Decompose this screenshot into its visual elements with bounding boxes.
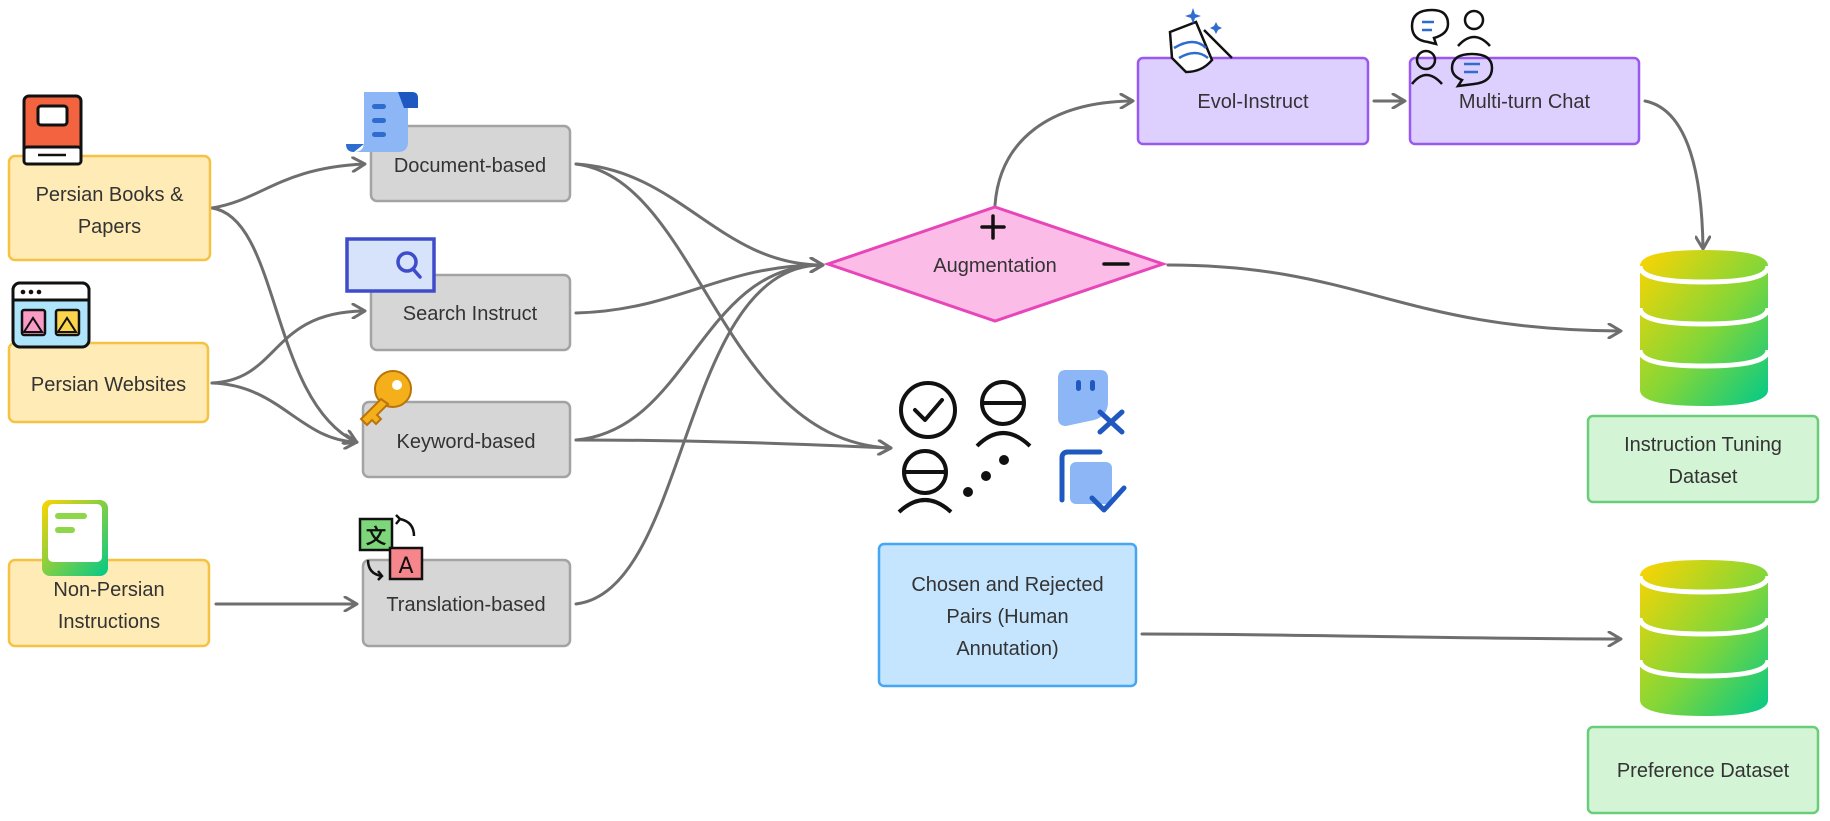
search-instruct-label: Search Instruct — [403, 303, 538, 325]
node-non-persian: Non-Persian Instructions — [7, 558, 211, 648]
node-human-annotation: Chosen and Rejected Pairs (Human Annutat… — [877, 542, 1138, 688]
node-document-based: Document-based — [369, 124, 572, 203]
node-persian-websites: Persian Websites — [7, 341, 210, 424]
chat-users-icon — [1410, 8, 1494, 88]
multi-turn-chat-label: Multi-turn Chat — [1459, 91, 1591, 113]
browser-icon — [11, 281, 91, 349]
edge-document-human — [574, 162, 890, 448]
plus-icon — [980, 214, 1006, 240]
node-evol-instruct: Evol-Instruct — [1136, 56, 1370, 146]
instruction-dataset-line1: Instruction Tuning — [1624, 434, 1782, 456]
annotators-icon — [897, 380, 1032, 514]
edge-human-preference — [1140, 634, 1620, 639]
edge-books-document — [210, 164, 364, 210]
human-annotation-line1: Chosen and Rejected — [911, 574, 1103, 596]
evol-instruct-label: Evol-Instruct — [1197, 91, 1309, 113]
edge-books-keyword — [210, 206, 356, 442]
translate-icon: 文 A — [358, 514, 424, 581]
svg-text:文: 文 — [366, 524, 387, 548]
database-icon-preference — [1637, 560, 1771, 716]
node-preference-dataset: Preference Dataset — [1586, 725, 1820, 815]
approve-icon — [1059, 449, 1127, 513]
svg-text:A: A — [398, 554, 413, 579]
edge-multiturn-instruction — [1643, 99, 1703, 248]
translation-based-label: Translation-based — [386, 594, 545, 616]
node-keyword-based: Keyword-based — [361, 400, 572, 479]
non-persian-label-line2: Instructions — [58, 611, 160, 633]
document-based-label: Document-based — [394, 155, 546, 177]
scroll-icon — [346, 92, 418, 152]
note-icon — [42, 500, 108, 576]
book-icon — [22, 94, 83, 166]
persian-books-label-line2: Papers — [78, 216, 141, 238]
key-icon — [359, 370, 412, 427]
node-persian-books: Persian Books & Papers — [7, 154, 212, 262]
edge-websites-keyword — [210, 381, 356, 442]
node-augmentation: Augmentation — [823, 205, 1168, 323]
edge-keyword-human — [574, 438, 890, 448]
node-search-instruct: Search Instruct — [369, 273, 572, 352]
edge-search-augmentation — [574, 265, 822, 315]
edge-translation-augmentation — [574, 265, 822, 606]
search-icon — [345, 237, 436, 293]
persian-books-label: Persian Books & — [36, 184, 185, 206]
node-multi-turn-chat: Multi-turn Chat — [1408, 56, 1641, 146]
edge-augmentation-evol — [993, 101, 1132, 207]
human-annotation-line2: Pairs (Human — [946, 606, 1068, 628]
database-icon — [1637, 250, 1771, 406]
connectors — [210, 99, 1703, 639]
human-annotation-line3: Annutation) — [956, 638, 1058, 660]
preference-dataset-label: Preference Dataset — [1617, 760, 1790, 782]
non-persian-label: Non-Persian — [53, 579, 164, 601]
node-translation-based: Translation-based — [361, 558, 572, 648]
augmentation-label: Augmentation — [933, 255, 1056, 277]
persian-websites-label: Persian Websites — [31, 374, 186, 396]
edge-document-augmentation — [574, 162, 822, 265]
edge-keyword-augmentation — [574, 265, 822, 442]
magic-hat-icon — [1168, 8, 1233, 74]
node-instruction-dataset: Instruction Tuning Dataset — [1586, 414, 1820, 504]
edge-websites-search — [210, 311, 364, 385]
instruction-dataset-line2: Dataset — [1669, 466, 1738, 488]
keyword-based-label: Keyword-based — [397, 431, 536, 453]
reject-icon — [1058, 370, 1125, 435]
edge-augmentation-instruction — [1166, 263, 1620, 331]
